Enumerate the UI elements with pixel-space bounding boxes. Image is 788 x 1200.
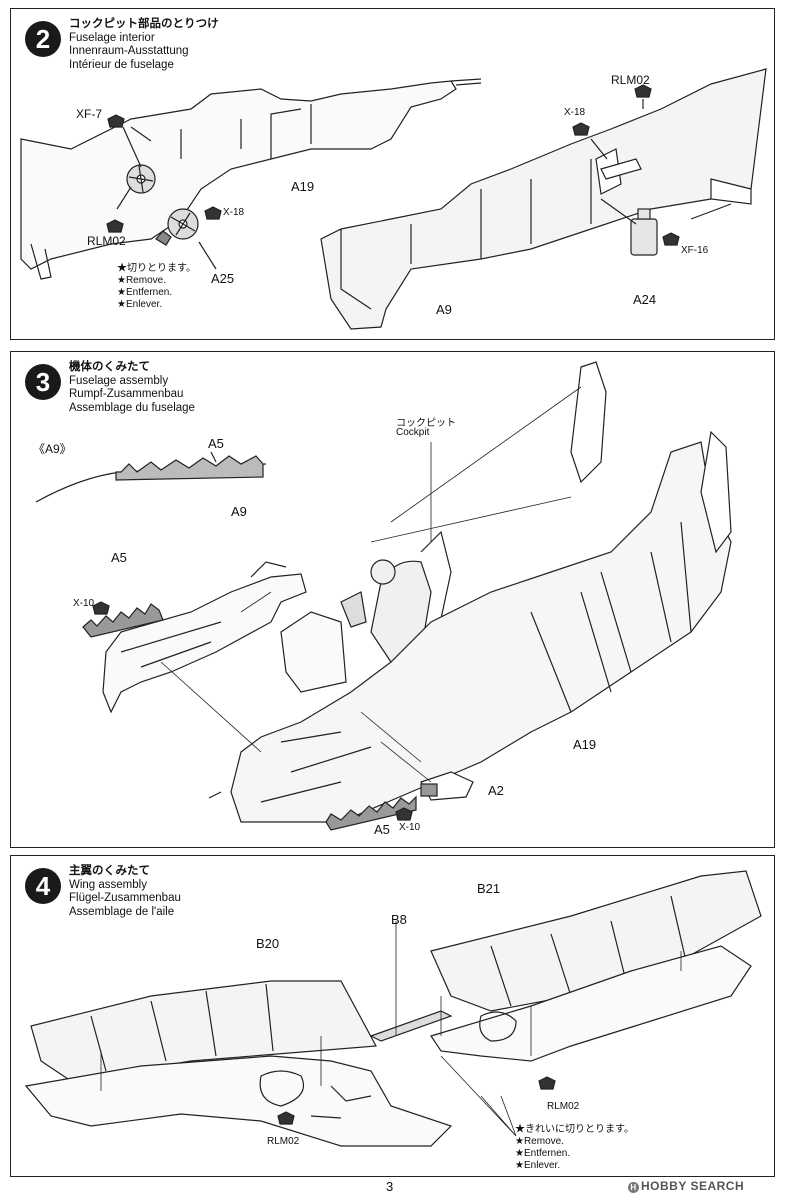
label-x10-bottom: X-10 bbox=[399, 822, 421, 833]
label-x10-left: X-10 bbox=[73, 598, 95, 609]
label-a9-detail: 《A9》 bbox=[33, 442, 72, 456]
step-titles: 機体のくみたて Fuselage assembly Rumpf-Zusammen… bbox=[69, 361, 195, 415]
label-x18-right: X-18 bbox=[564, 107, 586, 118]
label-cockpit-jp: コックピット bbox=[396, 418, 456, 429]
label-rlm02-left: RLM02 bbox=[87, 234, 126, 248]
note-line-de: ★Entfernen. bbox=[515, 1148, 571, 1159]
title-fr: Assemblage du fuselage bbox=[69, 401, 195, 414]
note-line-en: ★Remove. bbox=[117, 275, 166, 286]
label-rlm02-left: RLM02 bbox=[267, 1136, 300, 1147]
remove-note: ★切りとります。 ★Remove. ★Entfernen. ★Enlever. bbox=[117, 263, 196, 311]
label-a5-detail: A5 bbox=[208, 436, 224, 451]
note-line-jp: ★きれいに切りとります。 bbox=[515, 1124, 634, 1135]
label-a19: A19 bbox=[573, 737, 597, 752]
label-b20: B20 bbox=[256, 936, 280, 951]
title-en: Wing assembly bbox=[69, 878, 147, 891]
title-en: Fuselage assembly bbox=[69, 374, 169, 387]
title-en: Fuselage interior bbox=[69, 31, 155, 44]
note-line-fr: ★Enlever. bbox=[515, 1160, 561, 1171]
label-a24: A24 bbox=[633, 292, 657, 307]
fuselage-assembly-drawing bbox=[35, 361, 732, 831]
label-x18-left: X-18 bbox=[223, 207, 245, 218]
label-a5-left: A5 bbox=[111, 550, 127, 565]
label-b21: B21 bbox=[477, 881, 501, 896]
watermark-logo-icon: H bbox=[628, 1182, 639, 1193]
step-titles: 主翼のくみたて Wing assembly Flügel-Zusammenbau… bbox=[69, 865, 181, 919]
note-line-fr: ★Enlever. bbox=[117, 299, 163, 310]
label-a9: A9 bbox=[231, 504, 247, 519]
step-number: 4 bbox=[25, 868, 61, 904]
title-fr: Intérieur de fuselage bbox=[69, 58, 174, 71]
note-line-en: ★Remove. bbox=[515, 1136, 564, 1147]
label-rlm02-right: RLM02 bbox=[547, 1101, 580, 1112]
step-titles: コックピット部品のとりつけ Fuselage interior Innenrau… bbox=[69, 18, 219, 72]
title-de: Rumpf-Zusammenbau bbox=[69, 388, 184, 400]
watermark-text: HOBBY SEARCH bbox=[641, 1179, 745, 1193]
label-a2: A2 bbox=[488, 783, 504, 798]
title-jp: 主翼のくみたて bbox=[69, 865, 150, 877]
title-fr: Assemblage de l'aile bbox=[69, 905, 175, 918]
page-number: 3 bbox=[386, 1179, 394, 1194]
title-de: Flügel-Zusammenbau bbox=[69, 892, 181, 904]
label-a25: A25 bbox=[211, 271, 235, 286]
label-a19: A19 bbox=[291, 179, 315, 194]
note-line-jp: ★切りとります。 bbox=[117, 263, 196, 274]
label-rlm02-right: RLM02 bbox=[611, 73, 650, 87]
step-number: 2 bbox=[25, 21, 61, 57]
label-b8: B8 bbox=[391, 912, 407, 927]
title-jp: 機体のくみたて bbox=[69, 361, 150, 373]
title-jp: コックピット部品のとりつけ bbox=[69, 18, 219, 30]
step-3-panel: 3 機体のくみたて Fuselage assembly Rumpf-Zusamm… bbox=[10, 351, 775, 848]
label-a5-bottom: A5 bbox=[374, 822, 390, 837]
note-line-de: ★Entfernen. bbox=[117, 287, 173, 298]
label-cockpit-en: Cockpit bbox=[396, 427, 430, 438]
fuselage-interior-drawing bbox=[20, 68, 767, 330]
step-4-panel: 4 主翼のくみたて Wing assembly Flügel-Zusammenb… bbox=[10, 855, 775, 1177]
label-xf7: XF-7 bbox=[76, 107, 103, 121]
label-a9: A9 bbox=[436, 302, 452, 317]
remove-note: ★きれいに切りとります。 ★Remove. ★Entfernen. ★Enlev… bbox=[515, 1124, 634, 1172]
step-number: 3 bbox=[25, 364, 61, 400]
step-2-panel: 2 コックピット部品のとりつけ Fuselage interior Innenr… bbox=[10, 8, 775, 340]
wing-assembly-drawing bbox=[24, 870, 762, 1147]
label-xf16: XF-16 bbox=[681, 245, 709, 256]
title-de: Innenraum-Ausstattung bbox=[69, 45, 189, 57]
